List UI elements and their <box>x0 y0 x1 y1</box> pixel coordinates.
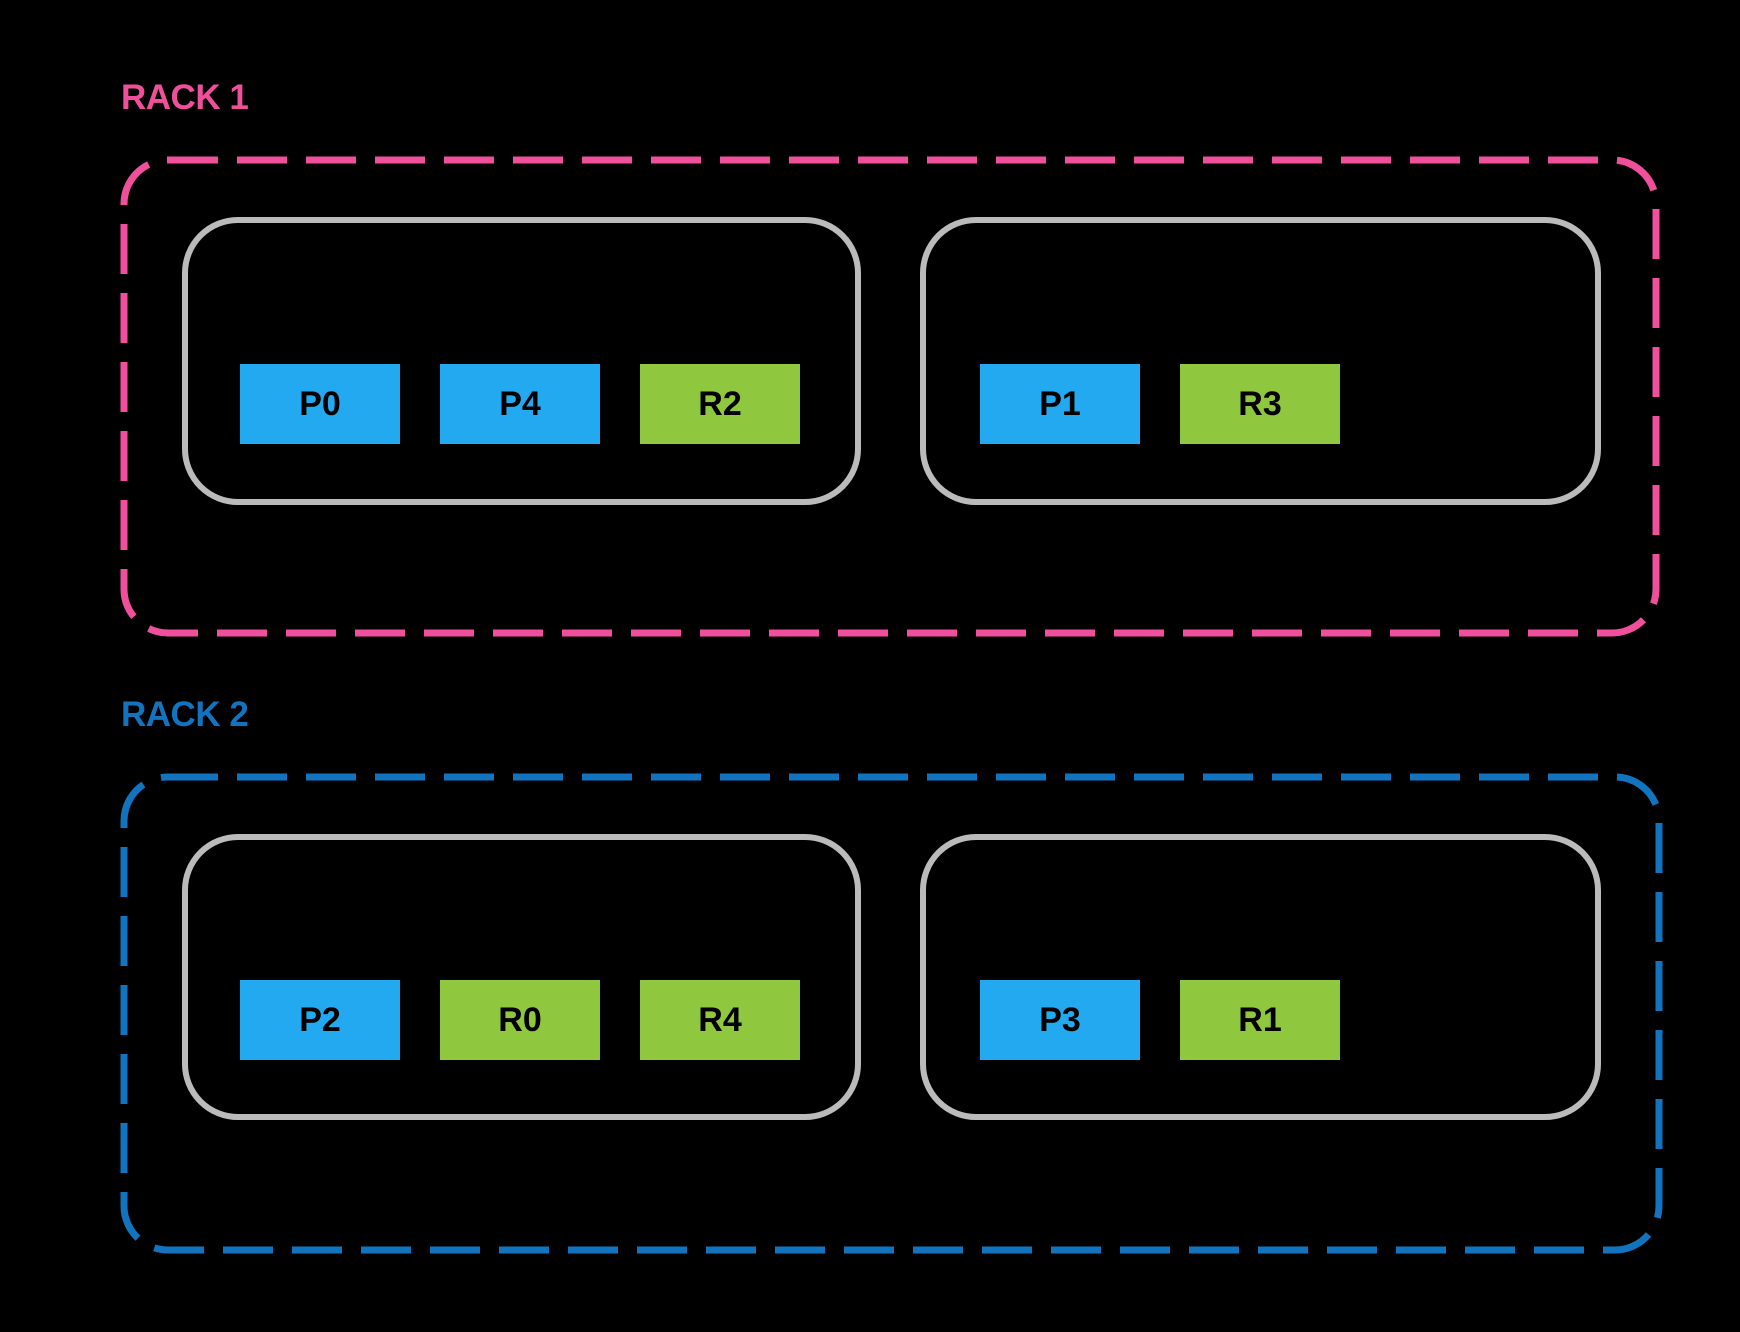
slot-label: P1 <box>1039 384 1081 423</box>
rack-2-node-1 <box>182 834 861 1120</box>
slot-label: R2 <box>698 384 742 423</box>
rack-2-boundary <box>120 773 1663 1254</box>
slot-label: R3 <box>1238 384 1282 423</box>
slot-box: P3 <box>980 980 1140 1060</box>
slot-box: R4 <box>640 980 800 1060</box>
slot-box: R3 <box>1180 364 1340 444</box>
slot-label: P4 <box>499 384 541 423</box>
slot-box: R2 <box>640 364 800 444</box>
slot-label: P3 <box>1039 1000 1081 1039</box>
slot-label: R4 <box>698 1000 742 1039</box>
rack-1-dashed-border <box>120 156 1660 637</box>
rack-2-dashed-border <box>120 773 1663 1254</box>
rack-2-node-2 <box>920 834 1601 1120</box>
slot-label: R0 <box>498 1000 542 1039</box>
slot-label: P0 <box>299 384 341 423</box>
slot-box: P0 <box>240 364 400 444</box>
rack-1-node-1 <box>182 217 861 505</box>
slot-box: P4 <box>440 364 600 444</box>
slot-box: R1 <box>1180 980 1340 1060</box>
slot-box: P2 <box>240 980 400 1060</box>
rack-1-label: RACK 1 <box>121 78 249 117</box>
rack-2-label: RACK 2 <box>121 695 249 734</box>
slot-box: R0 <box>440 980 600 1060</box>
rack-1-boundary <box>120 156 1660 637</box>
slot-box: P1 <box>980 364 1140 444</box>
slot-label: R1 <box>1238 1000 1282 1039</box>
rack-1-node-2 <box>920 217 1601 505</box>
slot-label: P2 <box>299 1000 341 1039</box>
